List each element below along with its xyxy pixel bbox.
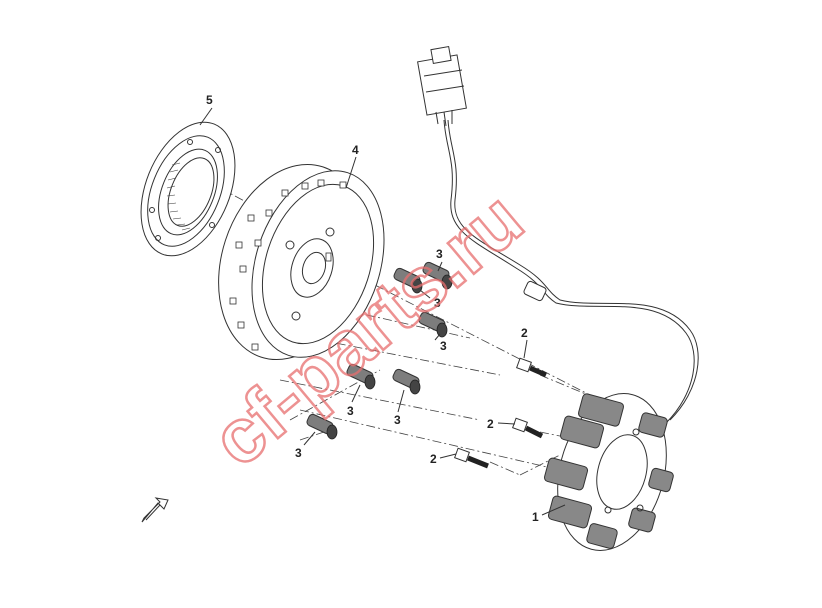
rotor-bolts bbox=[306, 261, 453, 440]
callout-5: 5 bbox=[206, 93, 213, 107]
leader-lines bbox=[199, 107, 566, 516]
bolt-3c bbox=[418, 311, 448, 338]
bolt-3f bbox=[306, 413, 338, 440]
bolt-2b bbox=[512, 417, 544, 439]
callout-3d: 3 bbox=[347, 404, 354, 418]
bolt-2c bbox=[454, 447, 489, 469]
wire-connector bbox=[417, 45, 467, 127]
callout-2b: 2 bbox=[487, 417, 494, 431]
one-way-clutch bbox=[140, 121, 236, 257]
bolt-3a bbox=[393, 267, 423, 294]
bolt-3b bbox=[422, 261, 453, 290]
stator-core bbox=[543, 393, 674, 551]
callout-3a: 3 bbox=[436, 247, 443, 261]
flywheel-rotor bbox=[218, 163, 385, 361]
callout-labels: 5 4 3 3 3 3 3 3 2 2 2 1 bbox=[206, 93, 539, 524]
callout-3f: 3 bbox=[295, 446, 302, 460]
callout-3e: 3 bbox=[394, 413, 401, 427]
callout-1: 1 bbox=[532, 510, 539, 524]
callout-4: 4 bbox=[352, 143, 359, 157]
direction-arrow-icon bbox=[141, 497, 169, 523]
bolt-2a bbox=[516, 357, 548, 378]
callout-2a: 2 bbox=[521, 326, 528, 340]
callout-3b: 3 bbox=[434, 296, 441, 310]
stator-assembly bbox=[417, 45, 699, 551]
bolt-3e bbox=[392, 368, 421, 395]
callout-2c: 2 bbox=[430, 452, 437, 466]
callout-3c: 3 bbox=[440, 339, 447, 353]
stator-bolts bbox=[454, 357, 548, 469]
bolt-3d bbox=[346, 363, 376, 390]
